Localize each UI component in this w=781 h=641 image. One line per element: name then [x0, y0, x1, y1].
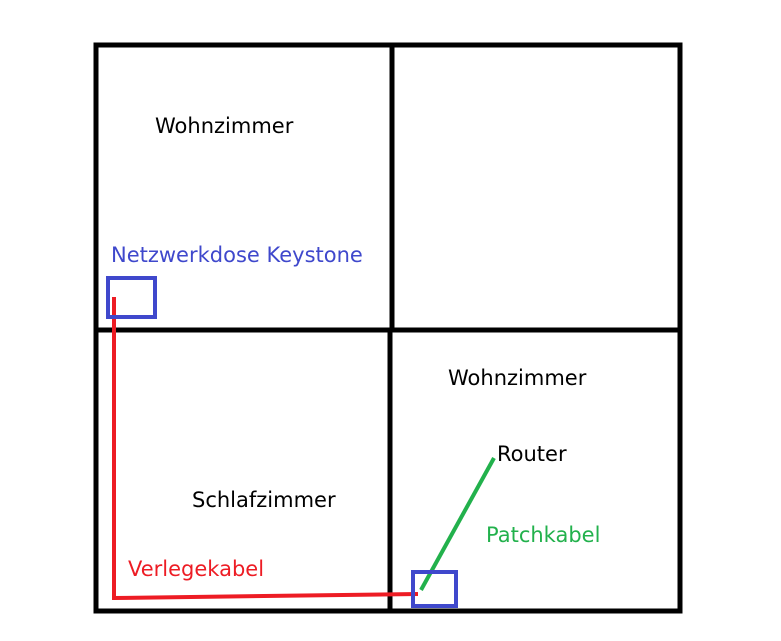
- installation-cable: [112, 297, 419, 600]
- patch-cable-label: Patchkabel: [486, 523, 601, 547]
- walls: [93, 42, 683, 614]
- installation-cable-label: Verlegekabel: [128, 557, 265, 581]
- room-label-living-room-top: Wohnzimmer: [155, 114, 294, 138]
- network-socket-label: Netzwerkdose Keystone: [111, 243, 363, 267]
- room-label-living-room-bottom: Wohnzimmer: [448, 366, 587, 390]
- room-label-bedroom: Schlafzimmer: [192, 488, 336, 512]
- network-socket-top: [106, 276, 157, 319]
- installation-cable-horizontal: [113, 592, 419, 600]
- patch-cable: [419, 457, 496, 591]
- router-label: Router: [497, 442, 567, 466]
- network-socket-bottom: [411, 570, 458, 608]
